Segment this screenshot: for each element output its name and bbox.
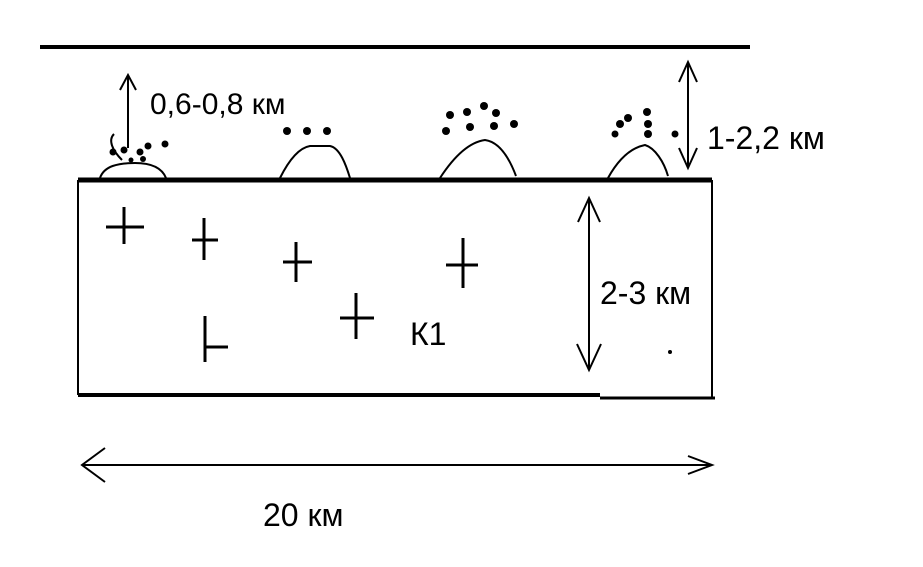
dome-1 [99,161,167,179]
dome-3 [439,138,517,179]
crust-block [77,177,715,400]
dome-4 [607,143,669,179]
dome-spacing-label: 1-2,2 км [707,120,825,156]
width-label: 20 км [263,497,343,533]
dome-spacing-arrow [678,59,698,171]
block-id-label: К1 [410,316,446,352]
thickness-label: 2-3 км [600,275,691,311]
dome-height-arrow [110,72,137,161]
thickness-arrow [576,195,602,373]
cross-6 [203,316,228,362]
domes [99,138,669,179]
cross-2 [192,218,218,260]
cross-marks [106,207,478,362]
dome-2 [279,145,351,179]
dome-height-label: 0,6-0,8 км [150,88,285,121]
small-dot [668,350,672,354]
width-arrow [80,447,715,483]
cross-3 [283,242,312,282]
cross-5 [340,293,374,339]
dot-clusters [109,102,679,163]
cross-1 [106,207,144,244]
cross-4 [446,238,478,288]
